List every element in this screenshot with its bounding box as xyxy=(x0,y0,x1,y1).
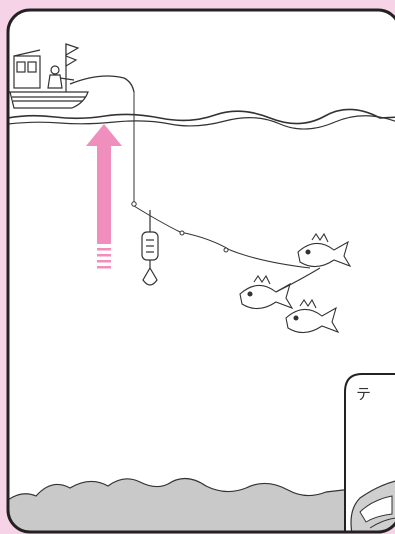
inset-panel: テ xyxy=(345,374,395,534)
inset-label: テ xyxy=(356,385,371,403)
panel: テ xyxy=(8,10,395,534)
